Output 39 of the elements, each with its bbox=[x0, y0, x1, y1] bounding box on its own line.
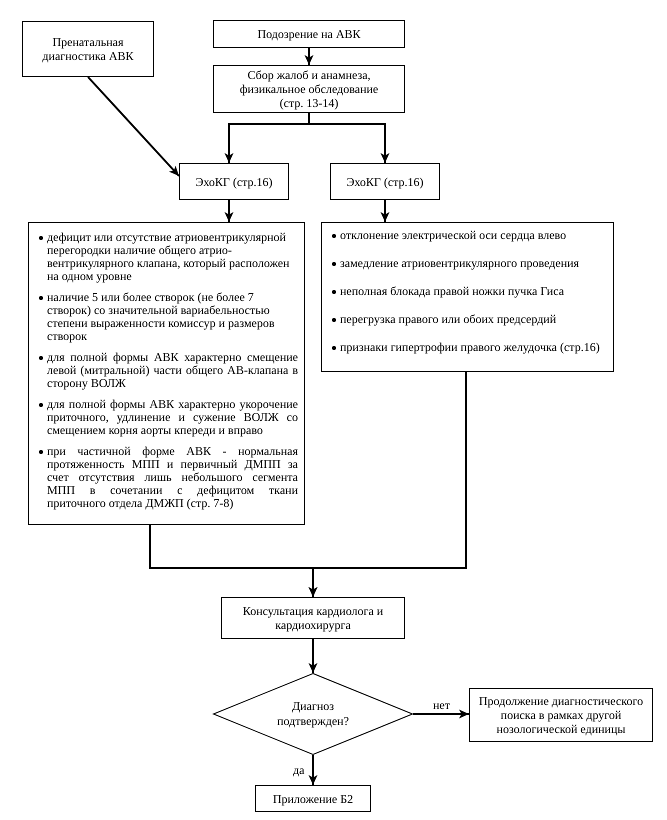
list-box bbox=[321, 222, 614, 372]
process-box bbox=[213, 65, 405, 113]
list-item-text: наличие 5 или более створок (не более 7 створок) со значительной вариабельностью степени выраженности комиссур и размеров створок bbox=[47, 291, 276, 343]
list-box bbox=[28, 222, 305, 525]
arrow bbox=[87, 76, 180, 177]
box-text: ЭхоКГ (стр.16) bbox=[346, 174, 424, 188]
list-item-text: замедление атриовентрикулярного проведения bbox=[340, 257, 580, 270]
arrow bbox=[413, 710, 469, 718]
arrow bbox=[224, 200, 234, 222]
list-item-text: для полной формы АВК характерно смещение левой (митральной) части общего АВ-клапана в сторону ВОЛЖ bbox=[47, 351, 298, 390]
box-text: Пренатальная диагностика АВК bbox=[41, 35, 135, 63]
process-box bbox=[255, 785, 371, 812]
list-item-text: для полной формы АВК характерно укорочение приточного, удлинение и сужение ВОЛЖ со смещением корня аорты кпереди и вправо bbox=[47, 398, 298, 437]
arrow bbox=[308, 372, 467, 597]
process-box bbox=[179, 163, 289, 200]
list-item-text: признаки гипертрофии правого желудочка (стр.16) bbox=[340, 341, 601, 354]
box-text: Консультация кардиолога и кардиохирурга bbox=[242, 604, 384, 632]
list-item-text: перегрузка правого или обоих предсердий bbox=[340, 313, 558, 326]
arrow bbox=[308, 755, 318, 785]
box-text: Приложение Б2 bbox=[272, 792, 354, 806]
decision-text: Диагноз подтвержден? bbox=[276, 699, 350, 729]
box-text: ЭхоКГ (стр.16) bbox=[195, 174, 273, 188]
process-box bbox=[213, 20, 405, 48]
list-item-text: при частичной форме АВК - нормальная протяженность МПП и первичный ДМПП за счет отсутствия лишь небольшого сегмента МПП в сочетании с дефицитом ткани приточного отдела ДМЖП (стр. 7-8) bbox=[47, 445, 298, 510]
list-item-text: неполная блокада правой ножки пучка Гиса bbox=[340, 285, 566, 298]
list-item-text: дефицит или отсутствие атриовентрикулярной перегородки наличие общего атрио-вентрикулярного клапана, который расположен на одном уровне bbox=[47, 231, 290, 283]
decision-diamond bbox=[213, 673, 413, 755]
list-item-text: отклонение электрической оси сердца влево bbox=[340, 229, 568, 242]
process-box bbox=[330, 163, 440, 200]
process-box bbox=[221, 597, 405, 639]
box-text: Продолжение диагностического поиска в рамках другой нозологической единицы bbox=[478, 694, 644, 736]
arrow bbox=[308, 639, 318, 673]
arrow bbox=[380, 200, 390, 222]
process-box bbox=[469, 688, 653, 742]
box-text: Подозрение на АВК bbox=[257, 27, 361, 41]
arrow bbox=[304, 48, 314, 65]
box-text: Сбор жалоб и анамнеза, физикальное обследование (стр. 13-14) bbox=[239, 68, 379, 110]
arrow bbox=[308, 113, 390, 163]
process-box bbox=[22, 21, 154, 77]
